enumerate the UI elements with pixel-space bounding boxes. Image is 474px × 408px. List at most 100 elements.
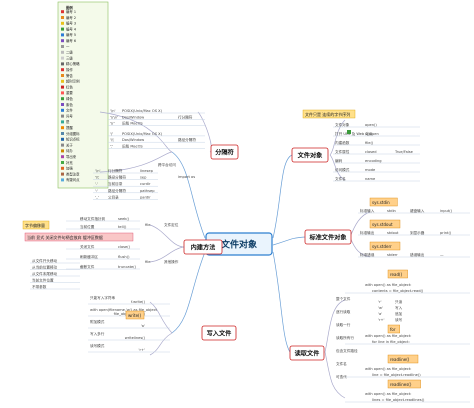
legend-swatch (61, 166, 64, 170)
std-desc: 标准输出 (360, 230, 375, 235)
os-attr-desc: 路径分隔符 (108, 188, 126, 193)
legend-item: 补充 (66, 160, 73, 165)
legend-item: 是 (66, 119, 70, 124)
legend-item: 超时示例 (66, 79, 80, 84)
fileobj-desc: 访问模式 (335, 167, 350, 172)
legend-item: 文件 (66, 108, 73, 113)
std-detail: 键盘输入 (410, 208, 425, 213)
legend-item: 编号 3 (66, 21, 76, 26)
branch-write-file[interactable]: 写入文件 (201, 325, 237, 341)
fileobj-name: urlopen (365, 132, 379, 136)
write-desc: 附加模式 (90, 319, 105, 324)
svg-text:文件对象: 文件对象 (298, 152, 324, 160)
legend-swatch (61, 161, 64, 164)
write-desc: 写入多行 (90, 331, 105, 336)
other-label: 其他操作 (164, 259, 179, 264)
mode-desc: 追加 (395, 311, 403, 316)
legend-item: 操作 (66, 67, 73, 72)
fileobj-desc: 文件对象 (335, 122, 350, 127)
std-detail: 到显示器 (410, 230, 425, 235)
legend-swatch (61, 143, 64, 147)
legend-swatch (61, 68, 64, 72)
svg-text:内建方法: 内建方法 (191, 244, 216, 252)
sep-code: '\n' (110, 109, 115, 113)
svg-text:当前 显式 关闭文件句柄会放弃 缓冲区数据: 当前 显式 关闭文件句柄会放弃 缓冲区数据 (27, 234, 103, 240)
branch-read-file[interactable]: 读取文件 (289, 345, 325, 361)
legend-item: 关于 (66, 142, 73, 147)
read-note: 文件名 (336, 361, 347, 366)
tag-close-warning: 当前 显式 关闭文件句柄会放弃 缓冲区数据 (24, 232, 134, 242)
builtin-note: 当前文件位置 (32, 278, 54, 283)
legend: 图例 编号 1编号 2编号 3编号 4编号 5编号 6一二级三级精心策略操作警告… (57, 1, 109, 189)
legend-swatch (61, 172, 64, 176)
fileobj-desc: 打开 URL 及 Web 站点 (335, 131, 373, 136)
legend-swatch (61, 114, 64, 118)
tag-file-bytes: 文件只是 连续的字节序列 (302, 109, 356, 119)
os-attr-name: linesep (140, 169, 154, 173)
sep-code: ':' (110, 145, 113, 149)
std-fn: input() (440, 209, 453, 213)
read-note: 读取一行 (336, 322, 351, 327)
legend-swatch (61, 45, 64, 48)
sys-tag: sys.stdin (372, 200, 390, 205)
read-tag-box (387, 354, 419, 364)
legend-swatch (61, 39, 64, 43)
branch-standard-file-object[interactable]: 标准文件对象 (304, 229, 352, 245)
legend-swatch (61, 74, 64, 77)
legend-item: 紫色 (66, 102, 73, 107)
os-attr-name: sep (140, 176, 147, 180)
read-note: 可迭代 (336, 374, 347, 379)
read-tag-box (387, 269, 408, 279)
legend-item: 二级 (66, 50, 73, 55)
url-icon (347, 130, 351, 134)
sep-group-label: 行分隔符 (178, 114, 193, 119)
write-desc: 只能写入字符串 (90, 295, 116, 300)
legend-item: 编号 5 (66, 32, 76, 37)
builtin-op-name: tell() (118, 225, 127, 229)
svg-text:write(): write() (128, 313, 142, 318)
branch-separator[interactable]: 分隔符 (210, 144, 239, 160)
legend-item: 类型注意 (66, 171, 80, 176)
sep-desc: POSIX(Unix/Mac OS X) (122, 132, 163, 136)
write-desc: with open(filename,'w') as file_object (90, 308, 158, 312)
read-stmt: line = file_object.readline() (372, 373, 421, 377)
branch-file-object[interactable]: 文件对象 (291, 147, 329, 163)
sys-tag-box (369, 241, 401, 251)
fileobj-name: encoding (365, 159, 382, 163)
legend-swatch (61, 178, 64, 182)
std-fn: — (440, 253, 444, 257)
std-desc: 标准输入 (360, 208, 375, 213)
os-attr-desc: 行分隔符 (108, 168, 123, 173)
legend-item: 知识点标 (66, 137, 80, 142)
legend-swatch (61, 85, 64, 89)
legend-swatch (61, 56, 64, 60)
sys-tag-box (369, 197, 398, 207)
builtin-op-name: close() (118, 245, 131, 249)
legend-item: 编号 6 (66, 38, 76, 43)
write-name: 'r+' (139, 348, 145, 352)
read-tag: read() (390, 272, 403, 277)
read-note: 包含文件路径 (336, 348, 358, 353)
os-attr-desc: 当前目录 (108, 181, 123, 186)
svg-text:文件只是 连续的字节序列: 文件只是 连续的字节序列 (305, 111, 350, 117)
legend-swatch (61, 103, 64, 106)
closed-value: True/False (394, 150, 414, 154)
legend-title: 图例 (66, 5, 73, 10)
branch-builtin-methods[interactable]: 内建方法 (183, 239, 223, 255)
read-tag-box (387, 379, 421, 389)
legend-swatch (61, 79, 64, 83)
os-attr-name: pardir (140, 195, 151, 199)
fileobj-name: name (365, 177, 376, 181)
leaf-nodes: '\n'POSIX(Unix/Mac OS X)'\r\n'Dos/Window… (32, 109, 453, 402)
write-desc: 读写模式 (90, 343, 105, 348)
sep-code: '\r\n' (110, 115, 118, 119)
os-attr-desc: 父目录 (108, 194, 119, 199)
svg-text:标准文件对象: 标准文件对象 (308, 234, 347, 242)
file-label: file (145, 260, 151, 264)
legend-item: 红色 (66, 84, 73, 89)
legend-item: 分组图标 (66, 131, 80, 136)
os-code: '..' (95, 195, 99, 199)
os-code: '.' (95, 182, 98, 186)
fileobj-desc: 文件属性 (335, 149, 350, 154)
